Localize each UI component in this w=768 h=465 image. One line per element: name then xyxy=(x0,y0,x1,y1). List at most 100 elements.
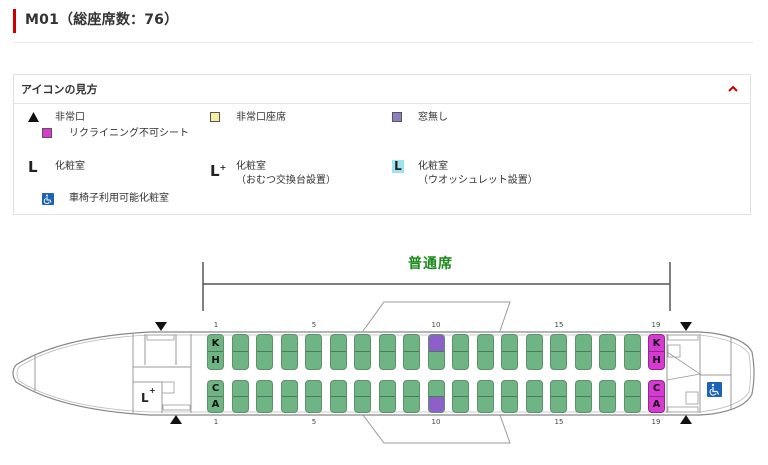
seat-12H[interactable] xyxy=(478,352,493,369)
seat-15K[interactable] xyxy=(551,335,566,352)
seat-8H[interactable] xyxy=(380,352,395,369)
seat-pair-row-13-ca[interactable] xyxy=(501,380,518,413)
seat-pair-row-16-kh[interactable] xyxy=(574,334,592,370)
seat-13H[interactable] xyxy=(502,352,517,369)
seat-pair-row-5-ca[interactable] xyxy=(305,380,322,413)
seat-pair-row-10-kh[interactable] xyxy=(427,334,445,370)
seat-pair-row-4-ca[interactable] xyxy=(280,380,298,413)
seat-14C[interactable] xyxy=(526,381,542,397)
seat-14K[interactable] xyxy=(526,335,542,352)
seat-17C[interactable] xyxy=(600,381,615,397)
seat-16H[interactable] xyxy=(576,352,591,369)
chevron-up-icon[interactable] xyxy=(726,81,740,95)
seat-15A[interactable] xyxy=(551,397,566,413)
seat-1K[interactable]: K xyxy=(208,335,223,352)
seat-pair-row-18-kh[interactable] xyxy=(623,334,641,370)
seat-1C[interactable]: C xyxy=(208,381,223,397)
seat-15H[interactable] xyxy=(551,352,566,369)
seat-pair-row-6-kh[interactable] xyxy=(329,334,347,370)
seat-19C[interactable]: C xyxy=(649,381,664,397)
seat-pair-row-8-kh[interactable] xyxy=(378,334,396,370)
seat-1A[interactable]: A xyxy=(211,398,220,410)
seat-3H[interactable] xyxy=(257,352,272,369)
seat-17K[interactable] xyxy=(600,335,615,352)
seat-5K[interactable] xyxy=(306,335,321,352)
seat-pair-row-13-kh[interactable] xyxy=(501,334,518,370)
seat-pair-row-9-kh[interactable] xyxy=(403,334,420,370)
seat-6A[interactable] xyxy=(331,397,346,413)
seat-4C[interactable] xyxy=(281,381,297,397)
seat-10C[interactable] xyxy=(428,381,444,397)
seat-18H[interactable] xyxy=(625,352,640,369)
seat-2C[interactable] xyxy=(232,381,248,397)
seat-3A[interactable] xyxy=(257,397,272,413)
seat-14A[interactable] xyxy=(527,397,542,413)
seat-18A[interactable] xyxy=(625,397,640,413)
seat-13A[interactable] xyxy=(502,397,517,413)
seat-10K[interactable] xyxy=(428,335,444,352)
seat-16A[interactable] xyxy=(576,397,591,413)
seat-18K[interactable] xyxy=(624,335,640,352)
seat-pair-row-17-kh[interactable] xyxy=(599,334,616,370)
seat-9H[interactable] xyxy=(404,352,419,369)
seat-8A[interactable] xyxy=(380,397,395,413)
seat-6H[interactable] xyxy=(331,352,346,369)
seat-19A[interactable]: A xyxy=(652,398,661,410)
seat-6K[interactable] xyxy=(330,335,346,352)
seat-7A[interactable] xyxy=(355,397,370,413)
seat-14H[interactable] xyxy=(527,352,542,369)
seat-12K[interactable] xyxy=(477,335,493,352)
seat-pair-row-3-ca[interactable] xyxy=(256,380,273,413)
seat-pair-row-11-ca[interactable] xyxy=(452,380,469,413)
seat-pair-row-7-kh[interactable] xyxy=(354,334,371,370)
seat-11C[interactable] xyxy=(453,381,468,397)
seat-pair-row-12-kh[interactable] xyxy=(476,334,494,370)
seat-12A[interactable] xyxy=(478,397,493,413)
seat-5A[interactable] xyxy=(306,397,321,413)
seat-13K[interactable] xyxy=(502,335,517,352)
seat-2K[interactable] xyxy=(232,335,248,352)
seat-4K[interactable] xyxy=(281,335,297,352)
seat-3K[interactable] xyxy=(257,335,272,352)
seat-4A[interactable] xyxy=(282,397,297,413)
seat-16K[interactable] xyxy=(575,335,591,352)
seat-9K[interactable] xyxy=(404,335,419,352)
seat-pair-row-10-ca[interactable] xyxy=(427,380,445,413)
seat-pair-row-6-ca[interactable] xyxy=(329,380,347,413)
seat-pair-row-11-kh[interactable] xyxy=(452,334,469,370)
seat-1H[interactable]: H xyxy=(211,355,220,366)
seat-10H[interactable] xyxy=(429,352,444,369)
seat-pair-row-14-kh[interactable] xyxy=(525,334,543,370)
seat-pair-row-5-kh[interactable] xyxy=(305,334,322,370)
seat-17H[interactable] xyxy=(600,352,615,369)
seat-pair-row-16-ca[interactable] xyxy=(574,380,592,413)
seat-pair-row-14-ca[interactable] xyxy=(525,380,543,413)
seat-pair-row-2-ca[interactable] xyxy=(231,380,249,413)
seat-8C[interactable] xyxy=(379,381,395,397)
seat-4H[interactable] xyxy=(282,352,297,369)
seat-pair-row-17-ca[interactable] xyxy=(599,380,616,413)
seat-pair-row-15-kh[interactable] xyxy=(550,334,567,370)
seat-2H[interactable] xyxy=(233,352,248,369)
seat-11A[interactable] xyxy=(453,397,468,413)
seat-pair-row-8-ca[interactable] xyxy=(378,380,396,413)
seat-pair-row-3-kh[interactable] xyxy=(256,334,273,370)
seat-3C[interactable] xyxy=(257,381,272,397)
seat-6C[interactable] xyxy=(330,381,346,397)
seat-5C[interactable] xyxy=(306,381,321,397)
seat-2A[interactable] xyxy=(233,397,248,413)
seat-pair-row-15-ca[interactable] xyxy=(550,380,567,413)
seat-pair-row-4-kh[interactable] xyxy=(280,334,298,370)
legend-header[interactable]: アイコンの見方 xyxy=(14,75,750,104)
seat-15C[interactable] xyxy=(551,381,566,397)
seat-9A[interactable] xyxy=(404,397,419,413)
seat-10A[interactable] xyxy=(428,396,444,412)
seat-5H[interactable] xyxy=(306,352,321,369)
seat-pair-row-9-ca[interactable] xyxy=(403,380,420,413)
seat-pair-row-2-kh[interactable] xyxy=(231,334,249,370)
seat-17A[interactable] xyxy=(600,397,615,413)
seat-8K[interactable] xyxy=(379,335,395,352)
